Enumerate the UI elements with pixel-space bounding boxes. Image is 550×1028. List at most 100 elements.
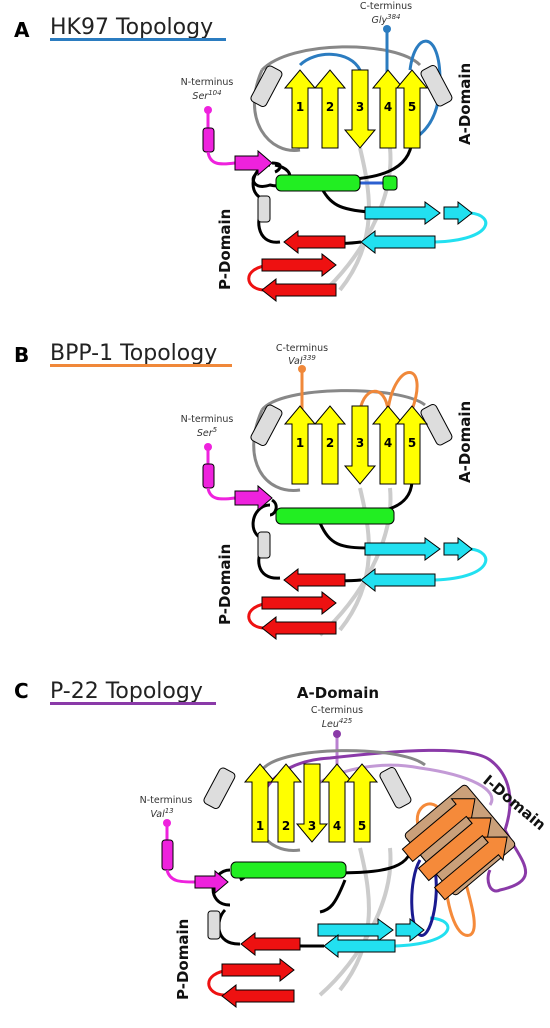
n-term-helix — [161, 839, 174, 871]
panel-title: BPP-1 Topology — [50, 341, 217, 366]
beta-strand — [345, 763, 379, 843]
n-terminus-label: N-terminus — [181, 414, 234, 425]
strand-number: 1 — [296, 100, 304, 114]
red-strand — [261, 615, 337, 641]
gray-loop — [260, 389, 426, 412]
strand-number: 3 — [356, 436, 364, 450]
n-terminus-residue: Val13 — [150, 807, 173, 820]
strand-number: 2 — [326, 436, 334, 450]
beta-strand — [371, 405, 405, 485]
gray-helix — [379, 767, 412, 809]
gray-helix — [420, 65, 453, 107]
title-underline — [50, 38, 226, 41]
panel-a: A HK97 Topology — [14, 1, 488, 303]
c-terminus-residue: Leu425 — [322, 717, 353, 730]
c-terminus-label: C-terminus — [311, 705, 363, 716]
magenta-loop — [206, 487, 236, 501]
gray-helix — [250, 65, 283, 107]
strand-number: 4 — [333, 819, 341, 833]
cyan-loop — [394, 916, 450, 948]
beta-strand — [313, 69, 347, 149]
c-term-dot — [298, 365, 306, 373]
gray-helix — [203, 767, 236, 809]
cyan-strand — [323, 933, 396, 959]
strand-number: 2 — [326, 100, 334, 114]
beta-strand — [320, 763, 354, 843]
black-loop — [318, 522, 371, 550]
strand-number: 3 — [356, 100, 364, 114]
c-term-dot — [333, 730, 341, 738]
n-term-helix — [202, 463, 215, 489]
black-loop — [217, 908, 241, 946]
gray-helix — [420, 404, 453, 446]
strand-number: 4 — [384, 436, 392, 450]
cyan-strand — [360, 567, 436, 593]
i-domain-strand — [401, 798, 476, 863]
strand-number: 5 — [358, 819, 366, 833]
a-domain-label: A-Domain — [456, 401, 474, 483]
navy-loop — [410, 859, 438, 937]
beta-strand — [395, 405, 429, 485]
black-loop — [271, 161, 282, 174]
gray-helix — [257, 531, 271, 559]
cyan-strand — [317, 918, 394, 942]
strand-number: 5 — [408, 100, 416, 114]
red-strand — [240, 931, 301, 957]
beta-strand — [269, 763, 303, 843]
panel-label: A — [14, 18, 30, 42]
c-terminus-residue: Gly384 — [372, 13, 401, 26]
beta-strand — [343, 69, 377, 149]
red-strand — [283, 567, 346, 593]
gray-helix — [207, 910, 221, 940]
magenta-strand — [194, 869, 229, 895]
p-domain-label: P-Domain — [216, 209, 234, 290]
beta-strand — [313, 405, 347, 485]
red-strand — [283, 229, 346, 255]
black-loop — [269, 498, 278, 517]
panel-title: HK97 Topology — [50, 15, 213, 40]
light-gray-loop — [318, 487, 393, 637]
panel-b: B BPP-1 Topology 1 2 3 4 — [14, 341, 488, 641]
c-terminus-label: C-terminus — [276, 343, 328, 354]
magenta-strand — [234, 484, 273, 512]
beta-strand — [395, 69, 429, 149]
panel-c: C P-22 Topology A-Domain C-terminus Leu4… — [14, 679, 549, 1009]
green-helix — [275, 507, 395, 525]
gray-loop — [260, 749, 426, 772]
cyan-strand — [364, 201, 441, 225]
beta-strand — [283, 69, 317, 149]
red-strand — [221, 983, 295, 1009]
beta-strand — [295, 763, 329, 843]
strand-number: 3 — [308, 819, 316, 833]
panel-label: B — [14, 343, 29, 367]
beta-strand — [371, 69, 405, 149]
n-terminus-residue: Ser5 — [197, 426, 218, 439]
i-domain-strand — [417, 817, 492, 882]
gray-loop — [260, 45, 422, 72]
green-helix — [230, 861, 347, 879]
cyan-strand — [364, 537, 441, 561]
n-term-helix — [202, 127, 215, 153]
red-strand — [261, 590, 337, 616]
magenta-loop — [165, 869, 196, 884]
red-strand — [261, 252, 337, 278]
n-terminus-label: N-terminus — [181, 77, 234, 88]
beta-strand — [243, 763, 277, 843]
blue-loop — [298, 52, 362, 71]
gray-helix — [257, 195, 271, 223]
c-terminus-residue: Val339 — [288, 354, 316, 367]
cyan-strand — [443, 200, 473, 226]
red-strand — [221, 957, 295, 983]
red-strand — [261, 277, 337, 303]
strand-number: 1 — [296, 436, 304, 450]
light-gray-loop — [318, 147, 393, 297]
orange-loop — [358, 389, 390, 411]
cyan-strand — [395, 917, 425, 943]
purple-loop — [486, 829, 527, 893]
orange-loop — [386, 371, 419, 411]
title-underline — [50, 702, 216, 705]
c-term-dot — [383, 25, 391, 33]
cyan-strand — [360, 229, 436, 255]
black-loop — [319, 879, 347, 914]
gray-helix — [250, 404, 283, 446]
